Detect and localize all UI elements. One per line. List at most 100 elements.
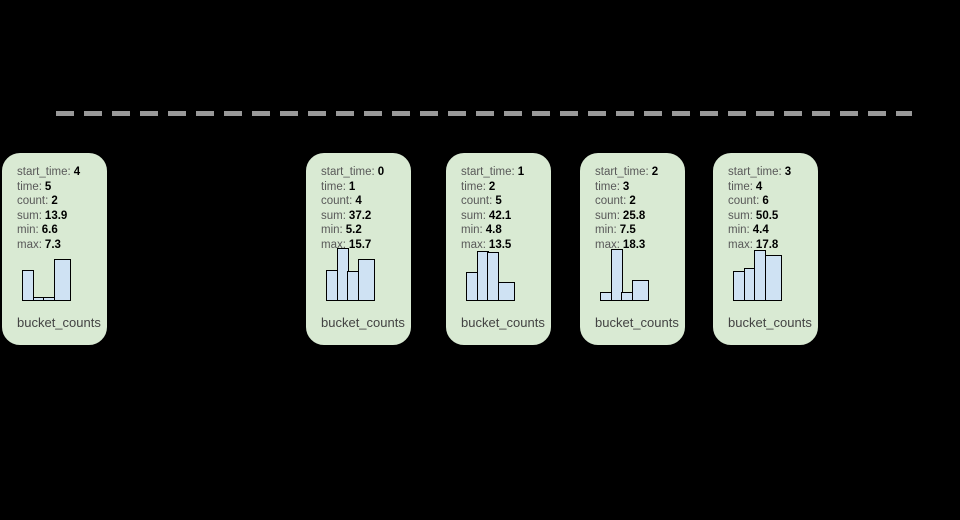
field-label: time:: [595, 180, 620, 193]
field-row-start-time: start_time:3: [728, 165, 814, 180]
field-value: 25.8: [622, 209, 646, 222]
histogram-card: start_time:1 time:2 count:5 sum:42.1 min…: [444, 151, 553, 347]
field-row-count: count:5: [461, 194, 547, 209]
field-value: 2: [488, 180, 496, 193]
histogram-card: start_time:4 time:5 count:2 sum:13.9 min…: [0, 151, 109, 347]
field-label: min:: [461, 224, 483, 236]
field-row-sum: sum:50.5: [728, 209, 814, 224]
bucket-bar: [764, 255, 782, 301]
field-value: 15.7: [348, 238, 372, 251]
field-label: max:: [461, 238, 486, 251]
field-label: count:: [595, 195, 627, 207]
field-row-max: max:13.5: [461, 238, 547, 253]
bucket-bar: [497, 282, 515, 301]
field-row-time: time:2: [461, 180, 547, 195]
field-label: sum:: [461, 209, 486, 222]
field-label: max:: [728, 238, 753, 251]
bucket-bar: [53, 259, 71, 301]
field-label: time:: [728, 180, 753, 193]
bucket-bar: [631, 280, 649, 301]
field-value: 5.2: [345, 224, 362, 236]
field-row-sum: sum:42.1: [461, 209, 547, 224]
field-value: 7.5: [619, 224, 636, 236]
field-value: 3: [784, 166, 792, 178]
field-label: count:: [17, 195, 49, 207]
bucket-chart: [600, 249, 649, 301]
field-value: 13.9: [44, 209, 68, 222]
timeline-dashed-line: [56, 111, 912, 116]
field-row-min: min:7.5: [595, 223, 681, 238]
histogram-card: start_time:3 time:4 count:6 sum:50.5 min…: [711, 151, 820, 347]
field-label: sum:: [17, 209, 42, 222]
field-row-min: min:5.2: [321, 223, 407, 238]
bucket-bar: [487, 252, 499, 301]
bucket-bar: [357, 259, 375, 301]
field-row-min: min:4.4: [728, 223, 814, 238]
field-label: start_time:: [461, 166, 515, 178]
field-value: 42.1: [488, 209, 512, 222]
field-label: max:: [17, 238, 42, 251]
field-row-time: time:3: [595, 180, 681, 195]
field-row-count: count:6: [728, 194, 814, 209]
field-value: 4: [73, 166, 81, 178]
field-row-sum: sum:13.9: [17, 209, 103, 224]
field-label: min:: [595, 224, 617, 236]
field-label: max:: [321, 238, 346, 251]
field-value: 6.6: [41, 224, 58, 236]
field-value: 13.5: [488, 238, 512, 251]
field-list: start_time:4 time:5 count:2 sum:13.9 min…: [2, 153, 107, 252]
field-row-max: max:7.3: [17, 238, 103, 253]
field-row-time: time:4: [728, 180, 814, 195]
field-value: 2: [51, 195, 58, 207]
field-value: 4: [755, 180, 763, 193]
field-value: 1: [348, 180, 356, 193]
field-label: start_time:: [728, 166, 782, 178]
field-row-max: max:17.8: [728, 238, 814, 253]
field-value: 3: [622, 180, 630, 193]
bucket-chart: [733, 250, 782, 301]
bucket-bar: [22, 270, 34, 301]
field-row-start-time: start_time:1: [461, 165, 547, 180]
field-label: sum:: [595, 209, 620, 222]
bucket-chart: [326, 248, 375, 301]
histogram-card: start_time:0 time:1 count:4 sum:37.2 min…: [304, 151, 413, 347]
bucket-counts-label: bucket_counts: [17, 315, 101, 330]
field-row-min: min:4.8: [461, 223, 547, 238]
field-row-time: time:5: [17, 180, 103, 195]
field-value: 17.8: [755, 238, 779, 251]
field-list: start_time:0 time:1 count:4 sum:37.2 min…: [306, 153, 411, 252]
field-label: time:: [461, 180, 486, 193]
bucket-counts-label: bucket_counts: [728, 315, 812, 330]
bucket-chart: [466, 251, 515, 301]
field-row-sum: sum:37.2: [321, 209, 407, 224]
field-label: time:: [321, 180, 346, 193]
field-value: 18.3: [622, 238, 646, 251]
field-row-min: min:6.6: [17, 223, 103, 238]
bucket-counts-label: bucket_counts: [595, 315, 679, 330]
field-value: 37.2: [348, 209, 372, 222]
field-value: 2: [651, 166, 659, 178]
field-value: 7.3: [44, 238, 61, 251]
field-label: start_time:: [17, 166, 71, 178]
field-row-time: time:1: [321, 180, 407, 195]
field-label: count:: [461, 195, 493, 207]
field-list: start_time:2 time:3 count:2 sum:25.8 min…: [580, 153, 685, 252]
bucket-counts-label: bucket_counts: [321, 315, 405, 330]
field-value: 4.4: [752, 224, 769, 236]
field-label: max:: [595, 238, 620, 251]
field-label: min:: [17, 224, 39, 236]
field-value: 5: [495, 195, 502, 207]
field-label: sum:: [728, 209, 753, 222]
field-label: sum:: [321, 209, 346, 222]
bucket-chart: [22, 259, 71, 301]
field-value: 4: [355, 195, 362, 207]
field-value: 4.8: [485, 224, 502, 236]
field-label: count:: [321, 195, 353, 207]
field-row-start-time: start_time:4: [17, 165, 103, 180]
field-value: 2: [629, 195, 636, 207]
field-label: min:: [321, 224, 343, 236]
field-label: start_time:: [321, 166, 375, 178]
field-value: 1: [517, 166, 525, 178]
field-list: start_time:3 time:4 count:6 sum:50.5 min…: [713, 153, 818, 252]
